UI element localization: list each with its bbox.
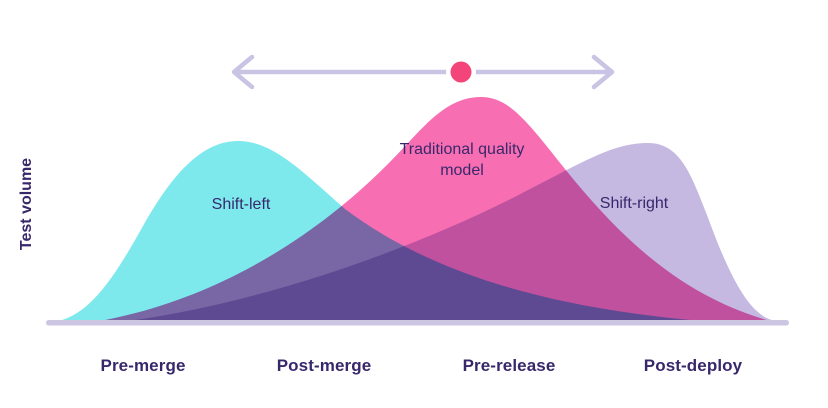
x-tick-pre-release: Pre-release — [462, 356, 556, 375]
arrow-left-chevron-icon — [231, 54, 255, 90]
x-axis-line — [46, 320, 789, 326]
x-tick-post-merge: Post-merge — [276, 356, 372, 375]
shift-range-arrow — [231, 54, 615, 90]
slider-dot-icon — [450, 61, 472, 83]
x-tick-post-deploy: Post-deploy — [643, 356, 743, 375]
arrow-right-chevron-icon — [591, 54, 615, 90]
traditional-quality-label: Traditional quality model — [399, 141, 525, 179]
x-tick-pre-merge: Pre-merge — [100, 356, 186, 375]
shift-left-label: Shift-left — [211, 196, 271, 213]
shift-left-curve — [58, 141, 702, 321]
shift-right-curve — [128, 143, 781, 321]
y-axis-label: Test volume — [18, 157, 35, 251]
shift-right-label: Shift-right — [599, 195, 669, 212]
